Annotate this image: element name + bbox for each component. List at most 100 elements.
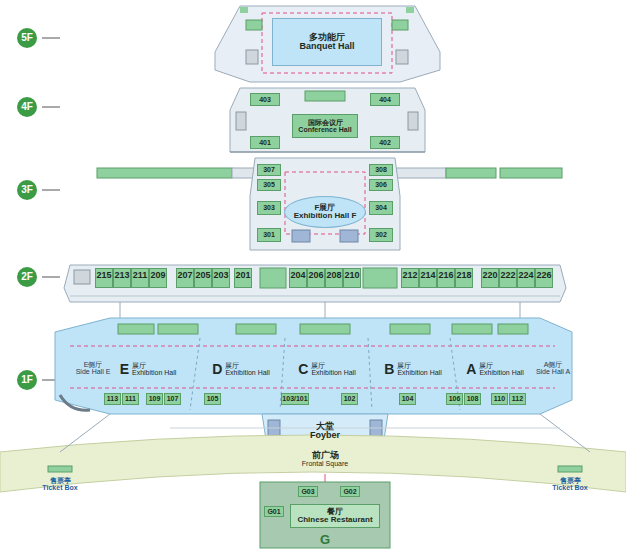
floor-label: 4F: [17, 97, 37, 117]
text-label: A: [466, 362, 476, 377]
text-label: 306: [375, 181, 387, 188]
text-label: 102: [344, 395, 356, 402]
text-label: 103/101: [282, 395, 307, 402]
text-label: G03: [301, 488, 314, 495]
text-label: 305: [263, 181, 275, 188]
text-label: 107: [167, 395, 179, 402]
text-label: 110: [494, 395, 505, 402]
text-label: 302: [375, 231, 387, 238]
text-label: 国际会议厅: [308, 119, 343, 126]
text-label: Exhibition Hall: [397, 369, 441, 376]
room-box: 305: [257, 179, 281, 191]
text-label: 201: [235, 271, 250, 280]
room-box: 301: [257, 228, 281, 242]
room-box: 224: [517, 268, 535, 288]
text-label: 204: [290, 271, 305, 280]
text-label: F展厅: [315, 204, 336, 212]
room-box: 206: [307, 268, 325, 288]
room-box: 204: [289, 268, 307, 288]
text-label: 大堂: [316, 422, 334, 431]
text-label: 210: [344, 271, 359, 280]
text-label: 211: [133, 271, 148, 280]
text-label: 404: [379, 96, 391, 103]
side-hall-area: A侧厅Side Hall A: [530, 357, 576, 379]
floor-label: 1F: [17, 370, 37, 390]
text-label: 1F: [21, 375, 33, 386]
floor-label: 3F: [17, 180, 37, 200]
room-box: 401: [250, 136, 280, 149]
text-label: 307: [263, 166, 275, 173]
room-box: 107: [164, 393, 181, 405]
text-label: 售票亭: [50, 477, 71, 484]
room-box: 208: [325, 268, 343, 288]
text-label: Side Hall E: [76, 368, 111, 375]
room-box: G02: [340, 486, 360, 497]
room-box: 308: [369, 164, 393, 176]
room-box: 207: [176, 268, 194, 288]
text-label: 112: [512, 395, 523, 402]
exhibition-hall-area: D展厅Exhibition Hall: [210, 355, 272, 383]
text-label: 402: [379, 139, 391, 146]
room-box: 216: [437, 268, 455, 288]
room-box: 307: [257, 164, 281, 176]
room-box: 113: [104, 393, 121, 405]
room-box: 201: [234, 268, 252, 288]
text-label: 226: [536, 271, 551, 280]
room-box: 302: [369, 228, 393, 242]
room-box: 210: [343, 268, 361, 288]
room-box: 105: [204, 393, 221, 405]
text-label: 216: [438, 271, 453, 280]
hall-ellipse: F展厅Exhibition Hall F: [284, 196, 366, 228]
hall-text-column: 展厅Exhibition Hall: [479, 362, 523, 377]
ticket-box: 售票亭Ticket Box: [30, 474, 90, 494]
text-label: 403: [259, 96, 271, 103]
hall-box: 多功能厅Banquet Hall: [272, 18, 382, 66]
room-box: 402: [370, 136, 400, 149]
text-label: 212: [402, 271, 417, 280]
text-label: 108: [467, 395, 479, 402]
exhibition-hall-area: C展厅Exhibition Hall: [296, 355, 358, 383]
text-label: 展厅: [225, 362, 239, 369]
room-box: 218: [455, 268, 473, 288]
floor-label: 2F: [17, 267, 37, 287]
room-box: 110: [491, 393, 508, 405]
floor-label: 5F: [17, 28, 37, 48]
text-label: 5F: [21, 33, 33, 44]
foyer-area: 大堂Foyber: [295, 418, 355, 444]
exhibition-hall-area: A展厅Exhibition Hall: [464, 355, 526, 383]
room-box: 209: [149, 268, 167, 288]
room-box: 211: [131, 268, 149, 288]
text-label: 展厅: [132, 362, 146, 369]
room-box: 304: [369, 201, 393, 215]
room-box: 102: [341, 393, 358, 405]
text-label: Side Hall A: [536, 368, 570, 375]
room-box: 220: [481, 268, 499, 288]
exhibition-hall-area: B展厅Exhibition Hall: [382, 355, 444, 383]
ticket-box: 售票亭Ticket Box: [540, 474, 600, 494]
room-box: 226: [535, 268, 553, 288]
text-label: 308: [375, 166, 387, 173]
text-label: 209: [150, 271, 165, 280]
text-label: D: [212, 362, 222, 377]
room-box: 205: [194, 268, 212, 288]
room-box: 222: [499, 268, 517, 288]
text-label: 104: [402, 395, 414, 402]
room-box: 213: [113, 268, 131, 288]
room-box: 103/101: [281, 393, 309, 405]
text-label: Exhibition Hall: [311, 369, 355, 376]
text-label: 105: [207, 395, 219, 402]
room-box: 212: [401, 268, 419, 288]
text-label: 213: [114, 271, 129, 280]
room-box: G03: [298, 486, 318, 497]
room-box: 109: [146, 393, 163, 405]
text-label: 111: [125, 395, 136, 402]
text-label: E侧厅: [84, 361, 103, 368]
room-box: 404: [370, 93, 400, 106]
hall-text-column: 展厅Exhibition Hall: [397, 362, 441, 377]
text-label: 215: [96, 271, 111, 280]
text-label: 214: [420, 271, 435, 280]
text-label: 109: [149, 395, 161, 402]
text-label: 303: [263, 204, 275, 211]
plaza-name: Frontal Square: [302, 460, 348, 467]
hall-text-column: 展厅Exhibition Hall: [311, 362, 355, 377]
